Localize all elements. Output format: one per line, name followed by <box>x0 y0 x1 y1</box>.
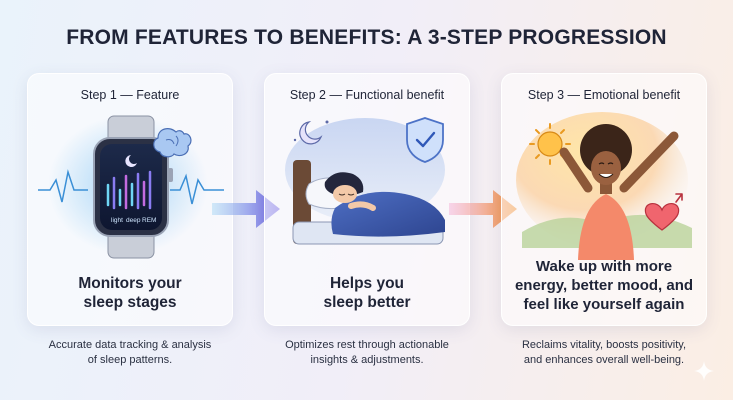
progression-arrow-1 <box>212 190 280 228</box>
brain-icon <box>153 128 192 158</box>
heart-icon <box>644 193 683 231</box>
step-2-card: Step 2 — Functional benefit <box>264 73 470 326</box>
sleeping-person-icon <box>285 117 445 245</box>
watch-label-light: light <box>111 217 123 224</box>
page-title: FROM FEATURES TO BENEFITS: A 3-STEP PROG… <box>66 26 667 49</box>
step-1-title: Monitors your sleep stages <box>78 275 182 312</box>
step-3-title: Wake up with more energy, better mood, a… <box>514 258 694 313</box>
step-2-description: Optimizes rest through actionable insigh… <box>285 339 449 366</box>
step-1-label: Step 1 — Feature <box>80 88 180 102</box>
shield-check-icon <box>406 117 444 163</box>
progression-arrow-2 <box>449 190 517 228</box>
step-2-title: Helps you sleep better <box>323 275 411 312</box>
sparkle-icon <box>694 361 714 381</box>
smartwatch-icon: light deep REM <box>38 115 224 259</box>
step-1-card: Step 1 — Feature <box>27 73 233 326</box>
moon-icon <box>299 121 323 145</box>
step-3-card: Step 3 — Emotional benefit <box>501 73 707 326</box>
step-3-description: Reclaims vitality, boosts positivity, an… <box>521 339 687 366</box>
step-2-label: Step 2 — Functional benefit <box>289 88 445 102</box>
watch-label-rem: REM <box>142 217 156 224</box>
step-3-label: Step 3 — Emotional benefit <box>527 88 681 102</box>
happy-person-icon <box>516 112 692 260</box>
step-1-description: Accurate data tracking & analysis of sle… <box>48 339 212 366</box>
watch-label-deep: deep <box>126 217 141 224</box>
